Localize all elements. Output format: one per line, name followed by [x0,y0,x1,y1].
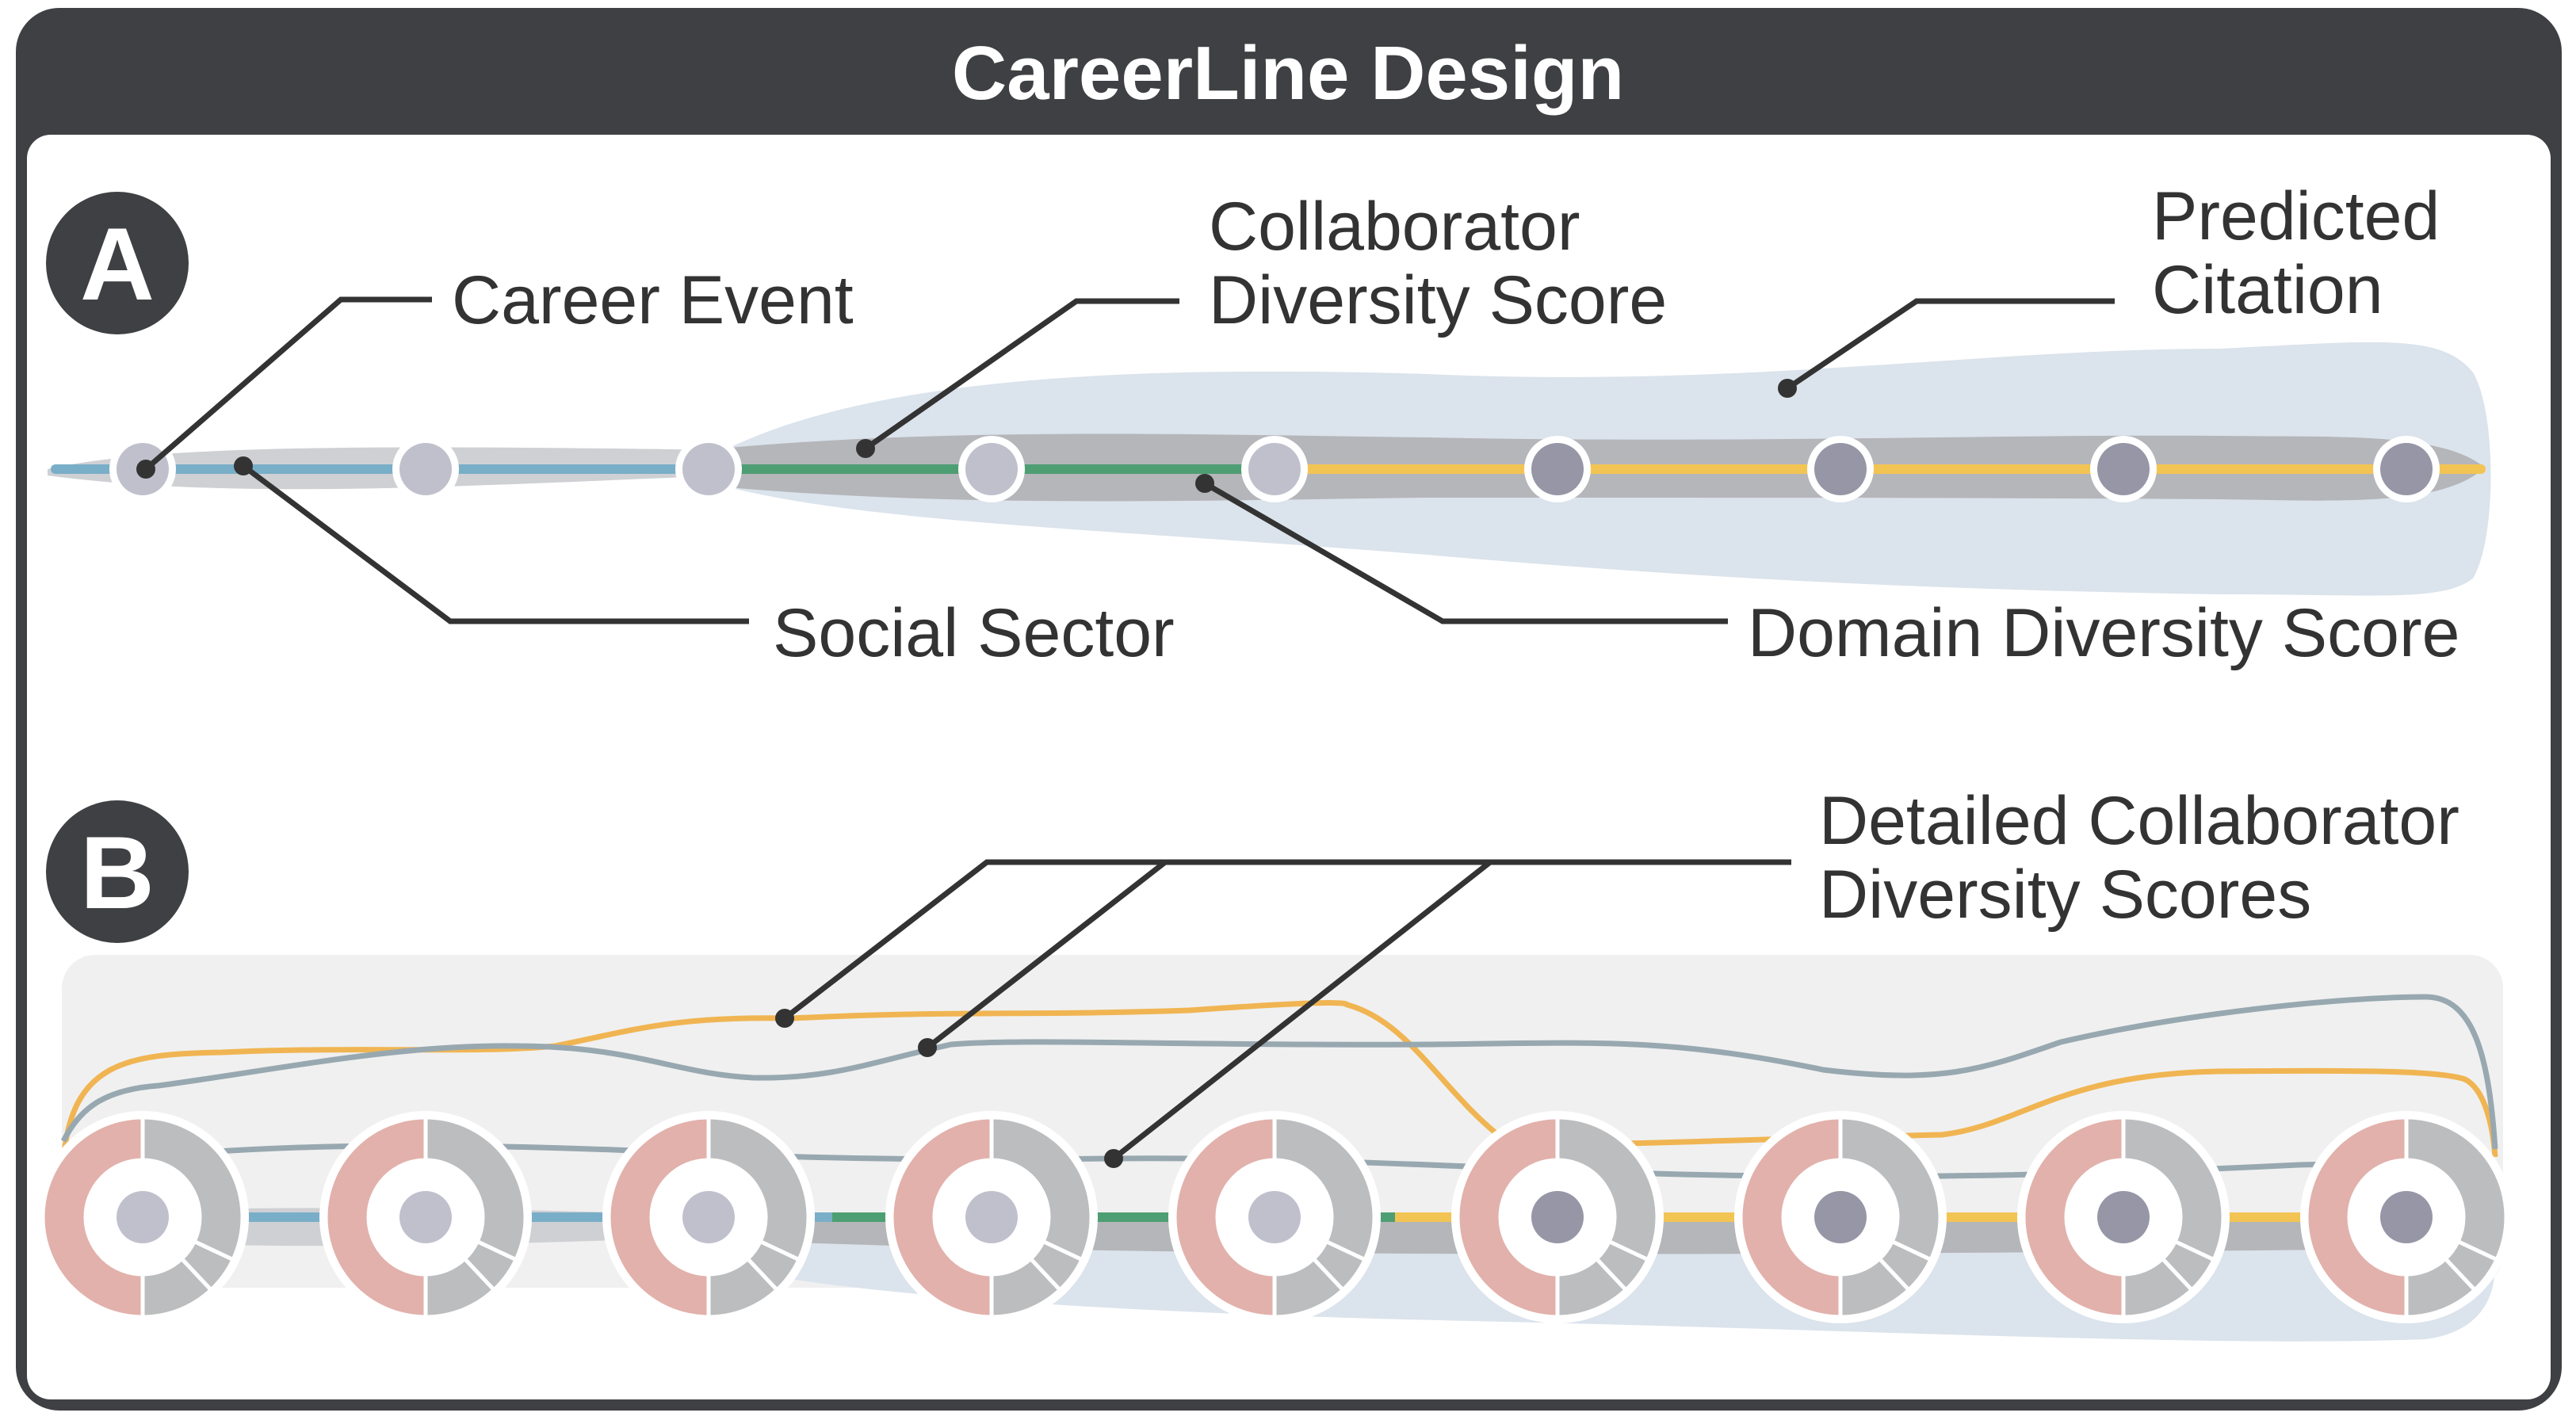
leader-lines-a [143,296,2115,624]
donut-center [2097,1191,2150,1243]
leader-dots-b [775,1009,1123,1168]
donut-center [1248,1191,1301,1243]
leader-lines-b [782,859,1791,1161]
donut-segment-gray [423,1255,497,1319]
donut-segment-gray [1555,1255,1629,1319]
donut-segment-gray [2121,1255,2195,1319]
donut-segment-pink [2021,1115,2128,1319]
donut-segment-gray [2121,1115,2226,1262]
donut-center [399,1191,452,1243]
donut-center [2380,1191,2433,1243]
figure-title: CareerLine Design [952,31,1624,116]
career-event-node [1807,436,1874,502]
donut-center [1531,1191,1584,1243]
donut-node [2300,1111,2513,1323]
panel-a: A Career Event Social Sec [46,178,2491,671]
leader-collaborator-diversity [863,298,1179,451]
leader-social-sector [241,464,749,624]
career-event-node [392,436,459,502]
donut-node [36,1111,249,1323]
donut-segment-gray [1272,1255,1346,1319]
donut-segment-gray [1272,1115,1377,1262]
donut-segment-gray [423,1115,528,1262]
leader-detail-1 [782,859,1791,1021]
career-event-node [1241,436,1308,502]
career-event-node [675,436,742,502]
career-event-node [2373,436,2440,502]
donut-segment-gray [140,1255,214,1319]
career-event-donuts [36,1111,2513,1323]
donut-node [1734,1111,1947,1323]
label-collaborator-diversity-line2: Diversity Score [1209,262,1667,338]
leader-detail-3 [1111,860,1492,1161]
label-domain-diversity: Domain Diversity Score [1748,595,2459,671]
career-event-node [958,436,1025,502]
donut-segment-pink [1455,1115,1562,1319]
label-social-sector: Social Sector [773,595,1175,671]
donut-node [2017,1111,2230,1323]
donut-segment-gray [706,1255,780,1319]
donut-center [682,1191,735,1243]
donut-segment-pink [323,1115,430,1319]
donut-segment-gray [1838,1115,1943,1262]
label-career-event: Career Event [452,262,854,338]
label-detailed-collaborator-line1: Detailed Collaborator [1819,783,2459,859]
donut-segment-gray [706,1115,811,1262]
badge-a [46,192,189,334]
donut-node [885,1111,1098,1323]
career-event-nodes [109,436,2440,502]
donut-segment-pink [2304,1115,2411,1319]
donut-segment-gray [140,1115,245,1262]
leader-career-event [143,296,432,471]
label-predicted-citation-line2: Citation [2152,252,2383,328]
donut-node [319,1111,532,1323]
donut-center [117,1191,169,1243]
leader-domain-diversity [1203,480,1728,624]
badge-b [46,800,189,943]
donut-segment-pink [606,1115,713,1319]
donut-segment-gray [1555,1115,1660,1262]
score-curve-gray-top [60,994,2498,1150]
donut-segment-pink [889,1115,996,1319]
donut-node [602,1111,815,1323]
donut-segment-gray [2404,1255,2478,1319]
label-predicted-citation-line1: Predicted [2152,178,2440,254]
badge-a-letter: A [80,206,155,322]
leader-detail-2 [925,860,1168,1050]
donut-segment-pink [40,1115,147,1319]
badge-b-letter: B [80,815,155,930]
donut-segment-gray [989,1115,1094,1262]
leader-predicted-citation [1786,298,2115,391]
donut-segment-pink [1738,1115,1845,1319]
donut-segment-gray [1838,1255,1912,1319]
donut-segment-pink [1172,1115,1279,1319]
leader-dots-a [136,379,1797,493]
donut-node [1451,1111,1664,1323]
label-collaborator-diversity-line1: Collaborator [1209,189,1580,265]
label-detailed-collaborator-line2: Diversity Scores [1819,857,2311,933]
donut-center [965,1191,1018,1243]
donut-center [1814,1191,1867,1243]
donut-node [1168,1111,1381,1323]
career-event-node [1524,436,1591,502]
panel-b: B Detailed Collaborator Diversity Score [36,783,2513,1342]
career-event-node [2090,436,2157,502]
donut-segment-gray [2404,1115,2509,1262]
donut-segment-gray [989,1255,1063,1319]
